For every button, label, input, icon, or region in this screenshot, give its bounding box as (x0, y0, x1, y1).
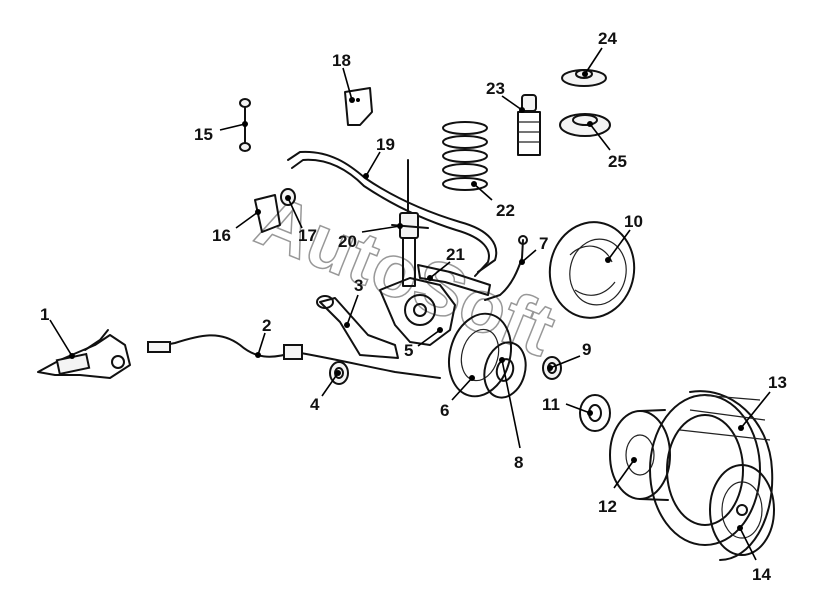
part-24-top-mount (561, 69, 607, 87)
part-21-link (417, 264, 491, 296)
callout-5: 5 (404, 341, 413, 360)
callout-15: 15 (194, 125, 213, 144)
callout-18: 18 (332, 51, 351, 70)
part-13-tyre (649, 390, 774, 561)
callout-9: 9 (582, 340, 591, 359)
part-19-stabilizer-bar (287, 150, 498, 277)
part-11-hub-flange (579, 394, 611, 432)
callout-6: 6 (440, 401, 449, 420)
callout-16: 16 (212, 226, 231, 245)
part-12-drum (609, 409, 671, 501)
leader-lines (49, 47, 771, 561)
part-1-cable-bracket (37, 329, 131, 379)
callout-8: 8 (514, 453, 523, 472)
callout-2: 2 (262, 316, 271, 335)
part-18-bracket (344, 87, 373, 126)
callout-10: 10 (624, 212, 643, 231)
part-16-bracket (254, 194, 281, 233)
callout-13: 13 (768, 373, 787, 392)
part-25-mount-bearing (559, 113, 611, 137)
callout-4: 4 (310, 395, 320, 414)
part-3-control-arm (316, 295, 399, 359)
part-5-knuckle (379, 277, 456, 346)
callout-24: 24 (598, 29, 617, 48)
callout-25: 25 (608, 152, 627, 171)
callout-11: 11 (542, 395, 560, 414)
callout-7: 7 (539, 234, 548, 253)
callout-17: 17 (298, 226, 317, 245)
callout-19: 19 (376, 135, 395, 154)
callout-23: 23 (486, 79, 505, 98)
callout-22: 22 (496, 201, 515, 220)
callout-labels: 1 2 3 4 5 6 7 8 9 10 11 12 13 14 15 16 1… (40, 29, 787, 584)
callout-21: 21 (446, 245, 465, 264)
callout-14: 14 (752, 565, 771, 584)
callout-20: 20 (338, 232, 357, 251)
part-2-brake-cable (147, 334, 441, 379)
part-8-hub (483, 341, 527, 399)
part-7-brake-hose (484, 235, 528, 301)
part-22-coil-spring (442, 121, 488, 191)
part-14-wheel-cover (709, 464, 775, 556)
callout-3: 3 (354, 276, 363, 295)
callout-12: 12 (598, 497, 617, 516)
part-23-boot (517, 94, 541, 156)
callout-1: 1 (40, 305, 49, 324)
